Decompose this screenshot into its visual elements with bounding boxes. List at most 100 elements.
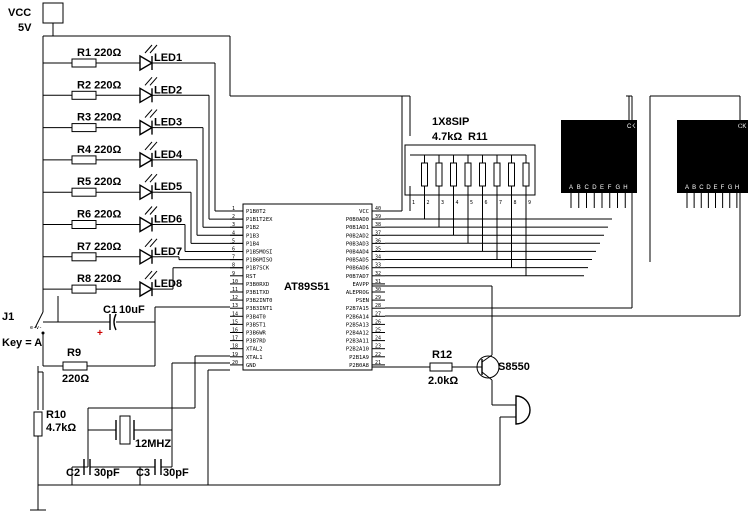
mcu-pin-number: 3 [232,222,235,228]
resistor [71,220,97,229]
sip-pin-number: 4 [456,200,459,206]
mcu-pin-label: P2B6A14 [346,314,370,320]
mcu-body [242,203,373,371]
sip-pin-number: 1 [412,200,415,206]
mcu-pin-label: RST [246,274,257,280]
sip-pin-number: 6 [485,200,488,206]
mcu-pin-label: P0B0AD0 [346,217,369,223]
resistor [71,123,97,133]
sip-resistor [493,162,501,187]
mcu-pin-number: 17 [232,336,238,342]
led-label: LED1 [154,52,182,64]
resistor [71,187,97,197]
transistor-name: S8550 [498,361,530,373]
mcu-name: AT89S51 [284,281,330,293]
r12-value: 2.0kΩ [428,375,458,387]
mcu-pin-number: 6 [232,247,235,253]
resistor [71,155,97,165]
resistor [71,284,97,294]
resistor-label: R2 220Ω [77,79,121,91]
mcu-pin-label: P1B1T2EX [246,217,273,223]
mcu-pin-label: P2B2A10 [346,347,369,353]
mcu-pin-number: 16 [232,328,238,334]
mcu-pin-number: 37 [375,230,381,236]
j1-key: Key = A [2,337,42,349]
vcc-source: VCC 5V [8,2,64,36]
mcu-pin-label: P2B3A11 [346,339,369,345]
sip-resistor [464,162,472,187]
mcu-pin-label: P1B4 [246,241,260,247]
r12-resistor: R12 2.0kΩ [372,349,478,387]
j1-switch: J1 e-v- Key = A [2,296,45,366]
mcu-pin-label: P2B4A12 [346,331,369,337]
mcu-pin-label: P0B2AD2 [346,233,369,239]
mcu-pin-number: 29 [375,295,381,301]
mcu-pin-number: 25 [375,328,381,334]
mcu-pin-number: 14 [232,311,238,317]
mcu-pin-label: ALEPROG [346,290,369,296]
segment-label: A [685,185,689,191]
mcu-pin-number: 38 [375,222,381,228]
mcu-pin-number: 4 [232,230,235,236]
sip-value: 4.7kΩ [432,131,462,143]
sip-resistor [421,162,428,187]
vcc-label: VCC [8,7,31,19]
mcu-pin-label: XTAL1 [246,355,263,361]
segment-label: A [569,185,573,191]
led-label: LED8 [154,278,182,290]
mcu-pin-label: XTAL2 [246,347,263,353]
display-ck-label: CK [738,124,746,130]
mcu-pin-label: P0B3AD3 [346,241,369,247]
led-row: R5 220Ω LED5 [43,173,243,244]
led-label: LED4 [154,149,183,161]
mcu-pin-number: 33 [375,263,381,269]
segment-label: F [721,185,725,191]
display-ck-label: CK [627,124,635,130]
led-icon [139,183,154,201]
mcu-pin-number: 19 [232,352,238,358]
vcc-voltage: 5V [18,22,32,34]
segment-label: G [728,185,733,191]
c2-name: C2 [66,467,80,479]
mcu-pin-label: P3B2INT0 [246,298,273,304]
resistor [71,252,97,262]
mcu-pin-label: P1B3 [246,233,259,239]
led-label: LED2 [154,84,182,96]
led-icon [139,87,154,104]
mcu-pin-number: 36 [375,238,381,244]
resistor-label: R8 220Ω [77,273,121,285]
sip-pin-number: 7 [499,200,502,206]
mcu-pin-number: 15 [232,319,238,325]
c2-value: 30pF [94,467,120,479]
mcu-pin-number: 31 [375,279,381,285]
mcu-pin-number: 13 [232,303,238,309]
mcu-pin-label: P1B2 [246,225,259,231]
resistor-label: R5 220Ω [77,176,121,188]
mcu-pin-label: P0B4AD4 [346,250,370,256]
resistor-label: R1 220Ω [77,47,121,59]
c1-polarity: + [97,328,103,339]
mcu-pin-number: 10 [232,279,238,285]
mcu-pin-label: P1B7SCK [246,266,270,272]
resistor-label: R6 220Ω [77,209,121,221]
mcu-pin-number: 18 [232,344,238,350]
display-body [561,120,637,193]
mcu-pin-number: 40 [375,206,381,212]
led-label: LED5 [154,181,182,193]
sip-resistor [508,162,515,187]
mcu-pin-label: P2B7A15 [346,306,369,312]
mcu-pin-number: 22 [375,352,381,358]
sip-type: 1X8SIP [432,116,469,128]
led-icon [139,151,154,169]
sip-resistor [479,162,486,187]
mcu-pin-number: 21 [375,360,381,366]
led-label: LED7 [154,246,182,258]
led-icon [139,248,154,266]
mcu-pin-number: 32 [375,271,381,277]
mcu-pin-number: 34 [375,255,381,261]
r10-resistor: R10 4.7kΩ [33,372,76,510]
mcu-pin-number: 26 [375,319,381,325]
